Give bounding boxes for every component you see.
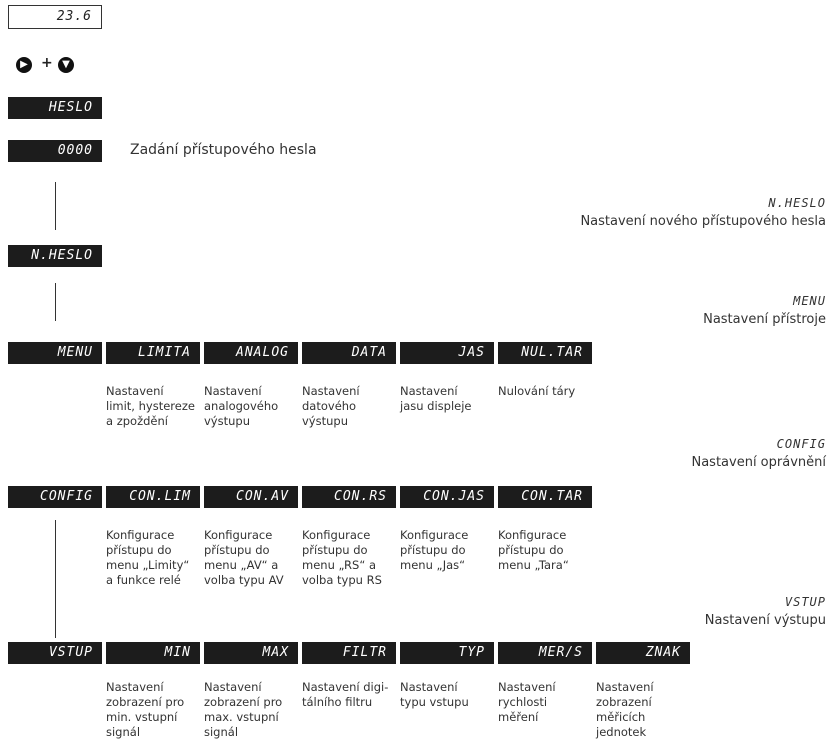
config-item-conav: CON.AV	[204, 486, 298, 508]
value-display: 23.6	[8, 5, 102, 29]
menu-item-jas: JAS	[400, 342, 494, 364]
menu-right-text: Nastavení přístroje	[703, 312, 826, 327]
config-item-conrs: CON.RS	[302, 486, 396, 508]
connector-line	[55, 283, 56, 321]
vstup-item-mers: MER/S	[498, 642, 592, 664]
nheslo-right-code: N.HESLO	[768, 196, 826, 210]
menu-item-limita: LIMITA	[106, 342, 200, 364]
menu-item-analog: ANALOG	[204, 342, 298, 364]
nheslo-display: N.HESLO	[8, 245, 102, 267]
config-item-conlim: CON.LIM	[106, 486, 200, 508]
heslo-display: HESLO	[8, 97, 102, 119]
vstup-display: VSTUP	[8, 642, 102, 664]
nheslo-right-text: Nastavení nového přístupového hesla	[580, 214, 826, 229]
password-label: Zadání přístupového hesla	[130, 142, 317, 158]
menu-display: MENU	[8, 342, 102, 364]
vstup-item-typ: TYP	[400, 642, 494, 664]
config-right-code: CONFIG	[776, 437, 826, 451]
password-display: 0000	[8, 140, 102, 162]
vstup-item-min: MIN	[106, 642, 200, 664]
menu-right-label: MENU Nastavení přístroje	[703, 294, 826, 327]
config-item-conjas: CON.JAS	[400, 486, 494, 508]
arrow-right-circle-icon: ▶	[16, 57, 32, 73]
config-item-contar: CON.TAR	[498, 486, 592, 508]
menu-right-code: MENU	[793, 294, 826, 308]
config-display: CONFIG	[8, 486, 102, 508]
vstup-right-code: VSTUP	[784, 595, 826, 609]
vstup-item-filtr: FILTR	[302, 642, 396, 664]
arrow-down-circle-icon: ▼	[58, 57, 74, 73]
connector-line	[55, 182, 56, 230]
menu-item-data: DATA	[302, 342, 396, 364]
nheslo-right-label: N.HESLO Nastavení nového přístupového he…	[580, 196, 826, 229]
vstup-item-znak: ZNAK	[596, 642, 690, 664]
vstup-item-max: MAX	[204, 642, 298, 664]
config-right-text: Nastavení oprávnění	[691, 455, 826, 470]
config-right-label: CONFIG Nastavení oprávnění	[691, 437, 826, 470]
plus-sign: +	[41, 55, 53, 71]
menu-item-desc: Nulování táry	[498, 384, 576, 398]
vstup-right-label: VSTUP Nastavení výstupu	[705, 595, 826, 628]
menu-item-nultar: NUL.TAR	[498, 342, 592, 364]
vstup-right-text: Nastavení výstupu	[704, 613, 826, 628]
connector-line	[55, 520, 56, 638]
vstup-item-desc: Nastavení digi-tálního filtru	[302, 680, 389, 709]
